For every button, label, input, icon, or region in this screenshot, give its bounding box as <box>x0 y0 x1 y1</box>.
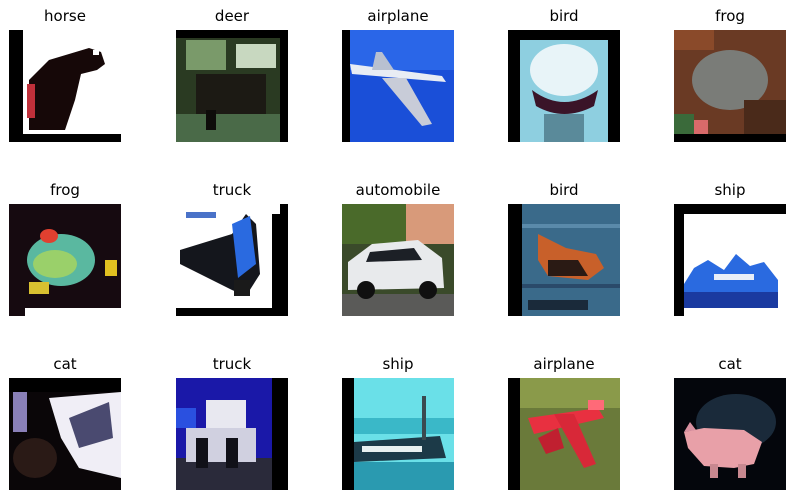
image-label: ship <box>382 355 414 373</box>
image-thumbnail <box>508 378 620 490</box>
image-thumbnail <box>176 378 288 490</box>
image-label: bird <box>549 7 579 25</box>
image-label: cat <box>53 355 77 373</box>
image-thumbnail <box>9 204 121 316</box>
image-thumbnail <box>674 30 786 142</box>
image-label: frog <box>715 7 745 25</box>
image-thumbnail <box>9 30 121 142</box>
image-label: ship <box>714 181 746 199</box>
image-label: airplane <box>367 7 429 25</box>
image-label: truck <box>212 355 252 373</box>
image-thumbnail <box>508 30 620 142</box>
image-thumbnail <box>508 204 620 316</box>
image-label: airplane <box>533 355 595 373</box>
image-label: truck <box>212 181 252 199</box>
image-thumbnail <box>342 378 454 490</box>
image-label: automobile <box>355 181 441 199</box>
image-label: cat <box>718 355 742 373</box>
image-label: frog <box>50 181 80 199</box>
image-thumbnail <box>674 204 786 316</box>
image-thumbnail <box>176 204 288 316</box>
image-label: horse <box>44 7 86 25</box>
image-thumbnail <box>342 204 454 316</box>
image-thumbnail <box>9 378 121 490</box>
image-label: deer <box>214 7 250 25</box>
image-thumbnail <box>674 378 786 490</box>
image-thumbnail <box>342 30 454 142</box>
image-label: bird <box>549 181 579 199</box>
image-thumbnail <box>176 30 288 142</box>
